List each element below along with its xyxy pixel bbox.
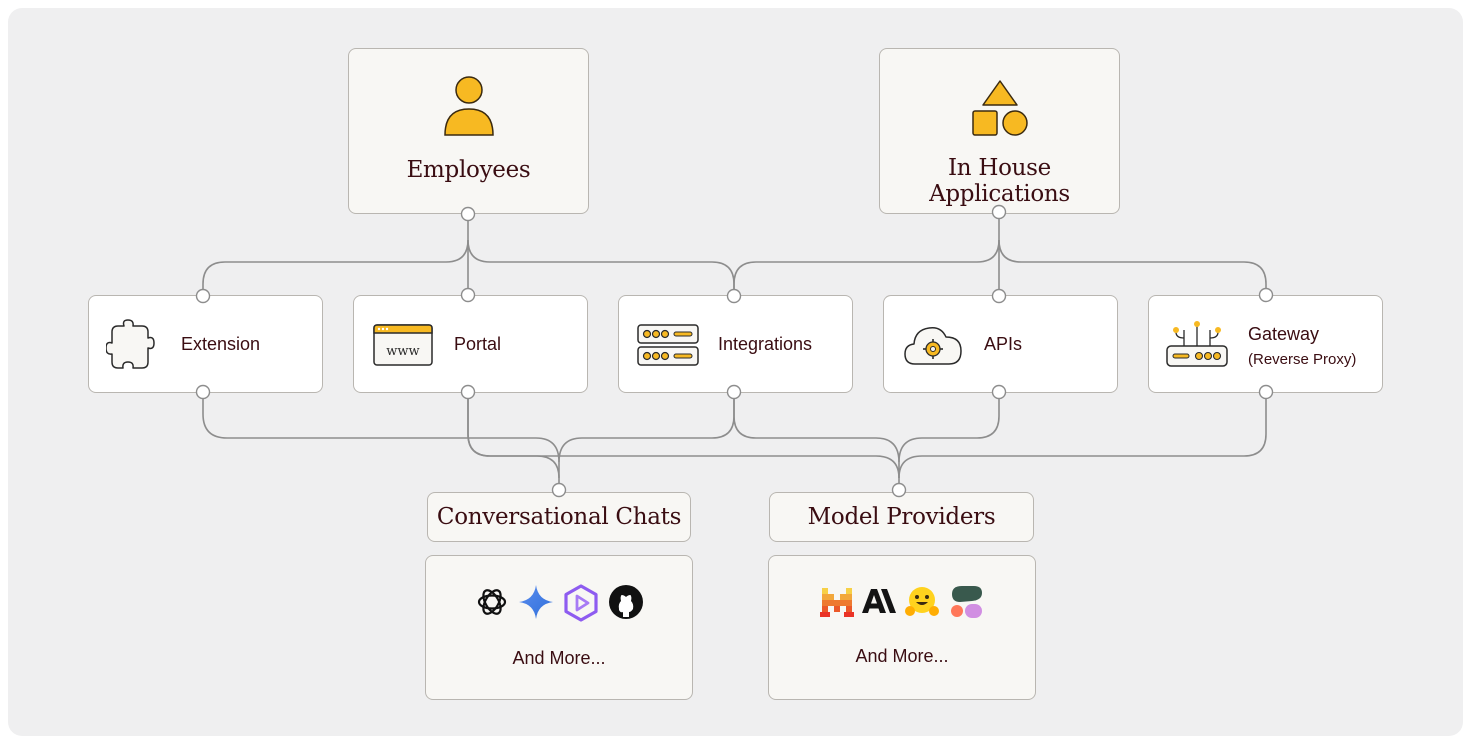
integrations-label: Integrations <box>718 334 813 354</box>
huggingface-logo-icon <box>905 587 939 616</box>
gemini-logo-icon <box>519 585 553 619</box>
puzzle-icon <box>106 319 155 369</box>
svg-text:www: www <box>386 344 419 359</box>
providers-and-more: And More... <box>855 646 949 666</box>
gateway-label: Gateway <box>1248 324 1320 344</box>
gateway-sub-label: (Reverse Proxy) <box>1248 351 1357 368</box>
extension-label: Extension <box>181 334 261 354</box>
conversational-chats-title: Conversational Chats <box>436 504 682 530</box>
apis-label: APIs <box>984 334 1023 354</box>
providers-logo-row <box>769 584 1035 620</box>
person-icon <box>444 76 494 136</box>
browser-www-icon: www <box>373 324 433 366</box>
employees-title: Employees <box>406 157 531 183</box>
github-logo-icon <box>609 585 643 619</box>
channel-portal: www Portal <box>353 295 588 393</box>
portal-label: Portal <box>454 334 502 354</box>
cohere-logo-icon <box>951 586 982 618</box>
channel-gateway: Gateway (Reverse Proxy) <box>1148 295 1383 393</box>
chats-and-more: And More... <box>512 648 606 668</box>
chats-logo-row <box>426 584 692 622</box>
channel-integrations: Integrations <box>618 295 853 393</box>
model-providers-title: Model Providers <box>807 504 996 530</box>
anthropic-logo-icon <box>862 589 896 613</box>
server-icon <box>637 324 699 366</box>
conversational-chats-header: Conversational Chats <box>427 492 691 542</box>
in-house-applications-title: In House Applications <box>929 155 1070 207</box>
cloud-gear-icon <box>904 326 962 365</box>
openai-logo-icon <box>477 589 507 615</box>
copilot-logo-icon <box>564 584 598 622</box>
channel-apis: APIs <box>883 295 1118 393</box>
in-house-applications-node: In House Applications <box>879 48 1120 214</box>
mistral-logo-icon <box>820 588 854 617</box>
employees-node: Employees <box>348 48 589 214</box>
model-providers-header: Model Providers <box>769 492 1034 542</box>
providers-logos-panel: And More... <box>768 555 1036 700</box>
router-icon <box>1166 321 1228 367</box>
chats-logos-panel: And More... <box>425 555 693 700</box>
channel-extension: Extension <box>88 295 323 393</box>
shapes-icon <box>972 80 1028 136</box>
